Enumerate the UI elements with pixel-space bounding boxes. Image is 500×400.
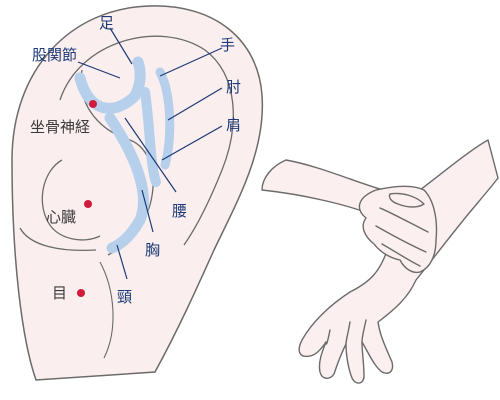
label-shoulder: 肩 <box>226 116 241 134</box>
leader-hip-joint <box>77 61 121 79</box>
label-foot: 足 <box>99 14 114 32</box>
leader-hand <box>159 47 223 77</box>
leader-lumbar <box>124 117 177 193</box>
leader-elbow <box>167 87 223 121</box>
label-hip-joint: 股関節 <box>32 46 77 64</box>
leader-shoulder <box>161 125 223 161</box>
zone-upper-body <box>104 112 149 254</box>
finger-line-2 <box>375 225 427 253</box>
label-eye: 目 <box>52 284 67 302</box>
acupoints <box>77 100 97 297</box>
finger-line-3 <box>381 243 421 267</box>
sciatic-point <box>89 100 97 108</box>
leader-lines <box>77 27 223 280</box>
heart-point <box>84 200 92 208</box>
ear-outline <box>11 5 264 381</box>
relaxed-finger-line-3 <box>361 319 367 343</box>
leader-chest <box>141 189 154 233</box>
lobe-line <box>99 261 114 359</box>
relaxed-finger-line-2 <box>345 321 351 345</box>
label-sciatic-nerve: 坐骨神経 <box>30 118 90 136</box>
ear-illustration: 足 股関節 手 肘 坐骨神経 肩 腰 心臓 胸 目 頸 <box>11 5 264 381</box>
label-elbow: 肘 <box>226 78 241 96</box>
concha-curve <box>41 159 101 241</box>
helix-rim-line <box>59 35 234 246</box>
eye-point <box>77 289 85 297</box>
label-heart: 心臓 <box>46 208 76 226</box>
zone-foot-hip <box>74 56 146 114</box>
finger-line-1 <box>379 207 429 233</box>
leader-foot <box>109 27 133 65</box>
label-hand: 手 <box>220 36 235 54</box>
relaxed-finger-line-1 <box>325 329 331 345</box>
hands-illustration <box>261 139 499 384</box>
zone-lumbar <box>140 87 161 187</box>
gripping-hand <box>358 185 438 274</box>
label-lumbar: 腰 <box>172 202 187 220</box>
tragus-line <box>19 227 97 252</box>
thumb <box>388 192 425 208</box>
label-chest: 胸 <box>145 241 160 259</box>
label-neck: 頸 <box>117 288 132 306</box>
leader-neck <box>116 244 128 280</box>
